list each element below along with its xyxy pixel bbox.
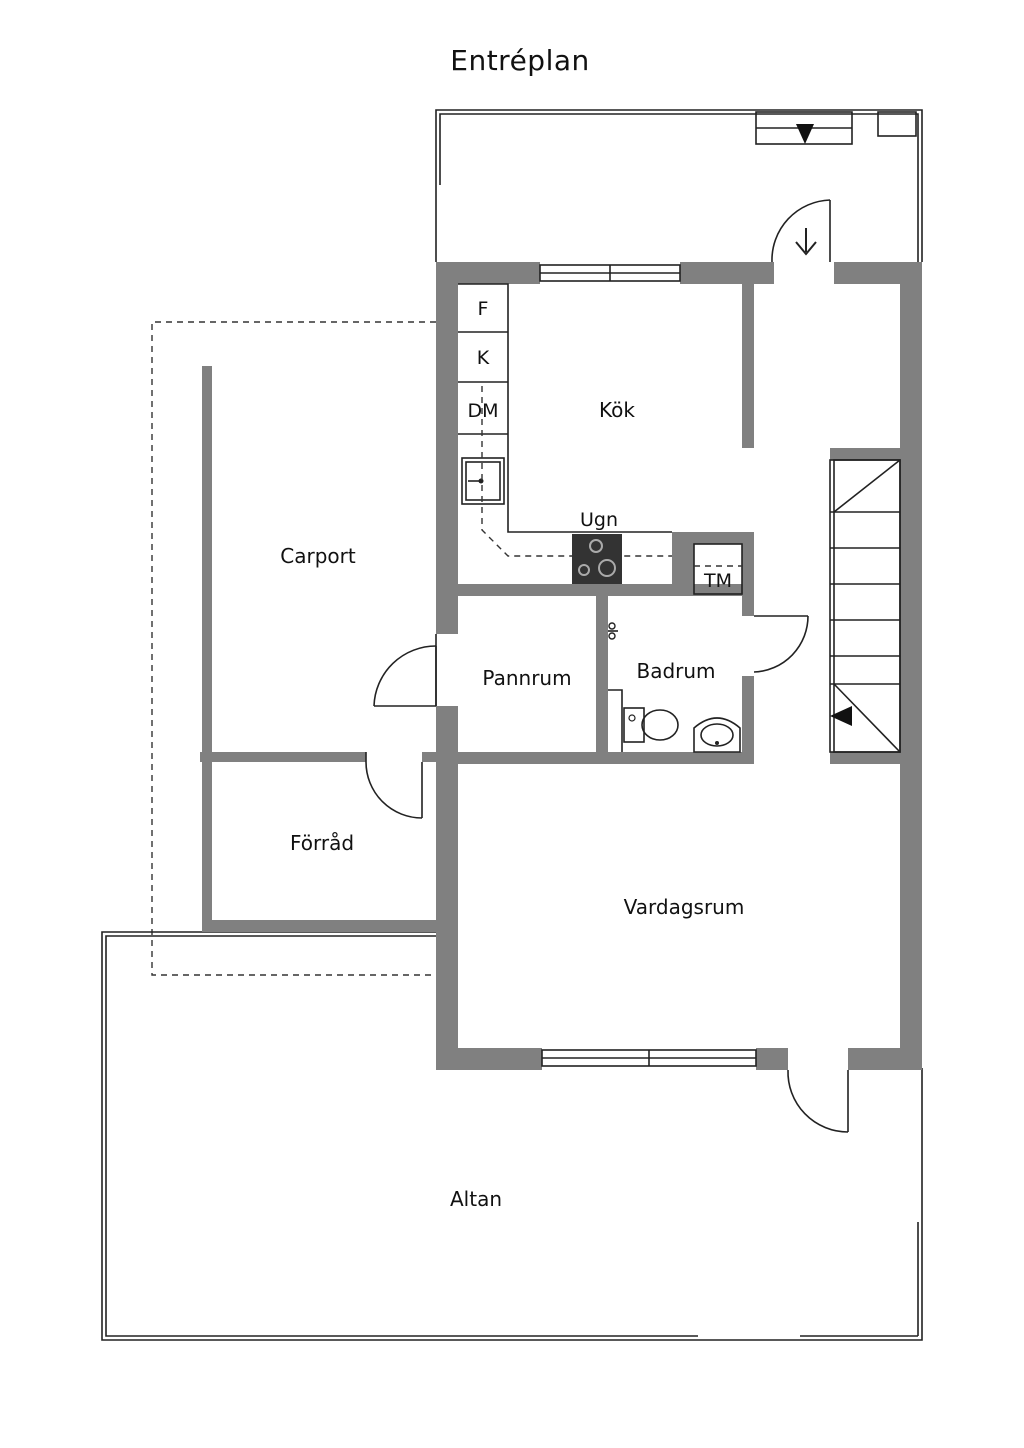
fixture-label-freezer: K (477, 347, 490, 369)
stove-icon (572, 534, 622, 584)
room-label-bathroom: Badrum (636, 659, 715, 683)
room-label-carport: Carport (280, 544, 356, 568)
bathroom-fixtures (608, 622, 741, 753)
stair-arrow-icon (830, 706, 852, 726)
room-label-deck: Altan (450, 1187, 502, 1211)
carport-outline (151, 321, 436, 976)
kitchen-counter (458, 283, 743, 595)
fixture-label-dishwasher: DM (467, 400, 498, 422)
room-label-living-room: Vardagsrum (624, 895, 745, 919)
doors (365, 199, 849, 1133)
kitchen-sink-icon (461, 457, 505, 505)
toilet-icon (623, 707, 679, 743)
plan-title: Entréplan (450, 44, 590, 77)
fixture-label-oven: Ugn (580, 509, 618, 531)
deck-outline (101, 931, 923, 1341)
fixture-label-fridge: F (478, 298, 489, 320)
entrance-porch (435, 109, 923, 262)
fixture-label-dryer: TM (703, 570, 732, 592)
room-label-kitchen: Kök (599, 398, 635, 422)
staircase (829, 459, 901, 753)
room-label-boiler-room: Pannrum (482, 666, 571, 690)
walls (200, 262, 922, 1070)
windows (539, 264, 757, 1067)
washbasin-icon (693, 717, 741, 753)
arrow-down-icon (796, 124, 814, 144)
water-valve-icon (608, 622, 618, 640)
room-label-storage: Förråd (290, 831, 354, 855)
